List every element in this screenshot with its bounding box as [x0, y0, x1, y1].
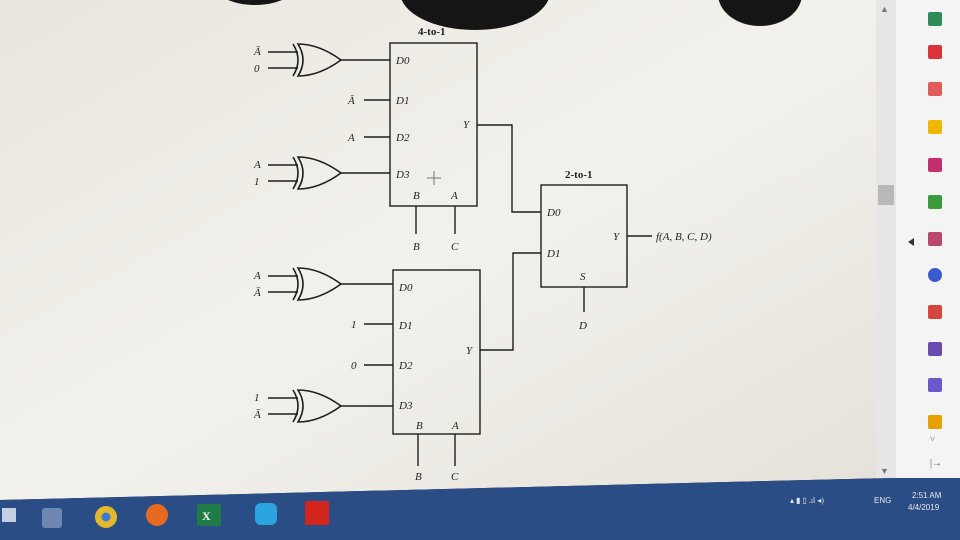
excel-icon-label: X: [202, 509, 211, 523]
gate4-in1-label: 1: [254, 392, 260, 404]
bottom-d1-label: D1: [398, 320, 412, 332]
mux-4to1-bottom: [392, 269, 481, 435]
top-ext-c-label: C: [451, 241, 459, 253]
output-function-label: f(A, B, C, D): [656, 231, 712, 243]
export-pdf-icon[interactable]: [928, 12, 942, 26]
bottom-select-wires: [417, 434, 456, 466]
gate2-inputs: [268, 164, 298, 182]
scrollbar-thumb[interactable]: [878, 185, 894, 205]
top-y-to-mux2-d0: [477, 124, 541, 213]
bottom-d3-label: D3: [398, 400, 413, 412]
top-y-label: Y: [463, 119, 471, 131]
diagram-labels: 4-to-1 2-to-1 D0 D1 D2 D3 Y B A B C D0 D…: [253, 26, 712, 483]
mux-right-title: 2-to-1: [565, 169, 593, 181]
firefox-icon[interactable]: [146, 504, 168, 526]
top-d2-label: D2: [395, 132, 410, 144]
bottom-d1-input-label: 1: [351, 319, 357, 331]
bottom-d2-input-label: 0: [351, 360, 357, 372]
mux-top-title: 4-to-1: [418, 26, 446, 38]
gate4-inputs: [268, 397, 298, 415]
circuit-diagram: [268, 42, 652, 466]
stamp-icon[interactable]: [928, 415, 942, 429]
clock-date[interactable]: 4/4/2019: [908, 503, 940, 512]
top-d2-input-label: A: [347, 132, 355, 144]
dark-corner-right: [718, 0, 802, 26]
tools-icons: ˅ |→: [928, 12, 942, 469]
fill-sign-icon[interactable]: [928, 232, 942, 246]
bottom-d2-label: D2: [398, 360, 413, 372]
acrobat-icon[interactable]: [305, 501, 329, 525]
send-signature-icon[interactable]: [928, 342, 942, 356]
app-icon-1[interactable]: [42, 508, 62, 528]
dark-corner-topleft: [228, 0, 282, 5]
chrome-icon-center: [101, 512, 111, 522]
crosshair-cursor-icon: [427, 171, 441, 185]
top-d0-label: D0: [395, 55, 410, 67]
top-select-wires: [415, 206, 456, 234]
top-sel-a-label: A: [450, 190, 458, 202]
protect-icon[interactable]: [928, 268, 942, 282]
compress-pdf-icon[interactable]: [928, 195, 942, 209]
start-button[interactable]: [2, 508, 16, 522]
mux2-s-label: S: [580, 271, 586, 283]
combine-files-icon[interactable]: [928, 158, 942, 172]
gate3-in2-label: Ā: [253, 287, 261, 299]
gate2-in2-label: 1: [254, 176, 260, 188]
edit-pdf-icon[interactable]: [928, 378, 942, 392]
top-d1-label: D1: [395, 95, 409, 107]
print-production-icon[interactable]: [928, 305, 942, 319]
gate1-inputs: [268, 51, 298, 69]
bottom-d0-label: D0: [398, 282, 413, 294]
bottom-sel-a-label: A: [451, 420, 459, 432]
excel-icon[interactable]: [197, 504, 221, 526]
bottom-sel-b-label: B: [416, 420, 423, 432]
taskbar: [0, 478, 960, 540]
gate2-in1-label: A: [253, 159, 261, 171]
bottom-y-to-mux2-d1: [480, 252, 541, 351]
top-ext-b-label: B: [413, 241, 420, 253]
gate4-in2-label: Ā: [253, 409, 261, 421]
clock-time[interactable]: 2:51 AM: [912, 491, 942, 500]
bottom-y-label: Y: [466, 345, 474, 357]
expand-panel-icon[interactable]: |→: [930, 458, 942, 469]
language-indicator[interactable]: ENG: [874, 496, 891, 505]
gate1-in2-label: 0: [254, 63, 260, 75]
scroll-up-arrow[interactable]: ▲: [880, 4, 889, 14]
bottom-ext-b-label: B: [415, 471, 422, 483]
gate3-in1-label: A: [253, 270, 261, 282]
mux2-d1-label: D1: [546, 248, 560, 260]
dark-corner-left: [401, 0, 549, 30]
tray-icons[interactable]: ▴ ▮ ▯ .ıl ◂): [790, 496, 824, 505]
top-d3-label: D3: [395, 169, 410, 181]
comment-icon[interactable]: [928, 120, 942, 134]
gate1-in1-label: Ā: [253, 46, 261, 58]
skype-icon[interactable]: [255, 503, 277, 525]
vertical-scrollbar[interactable]: [876, 0, 896, 480]
bottom-ext-c-label: C: [451, 471, 459, 483]
mux2-y-label: Y: [613, 231, 621, 243]
mux2-d0-label: D0: [546, 207, 561, 219]
screen-content-area: [0, 0, 900, 500]
top-sel-b-label: B: [413, 190, 420, 202]
gate3-inputs: [268, 275, 298, 293]
scroll-down-arrow[interactable]: ▼: [880, 466, 889, 476]
mux2-ext-d-label: D: [578, 320, 587, 332]
organize-pages-icon[interactable]: [928, 82, 942, 96]
create-pdf-icon[interactable]: [928, 45, 942, 59]
top-d1-input-label: Ā: [347, 95, 355, 107]
chevron-down-icon[interactable]: ˅: [930, 434, 935, 444]
panel-collapse-icon[interactable]: [908, 238, 914, 246]
